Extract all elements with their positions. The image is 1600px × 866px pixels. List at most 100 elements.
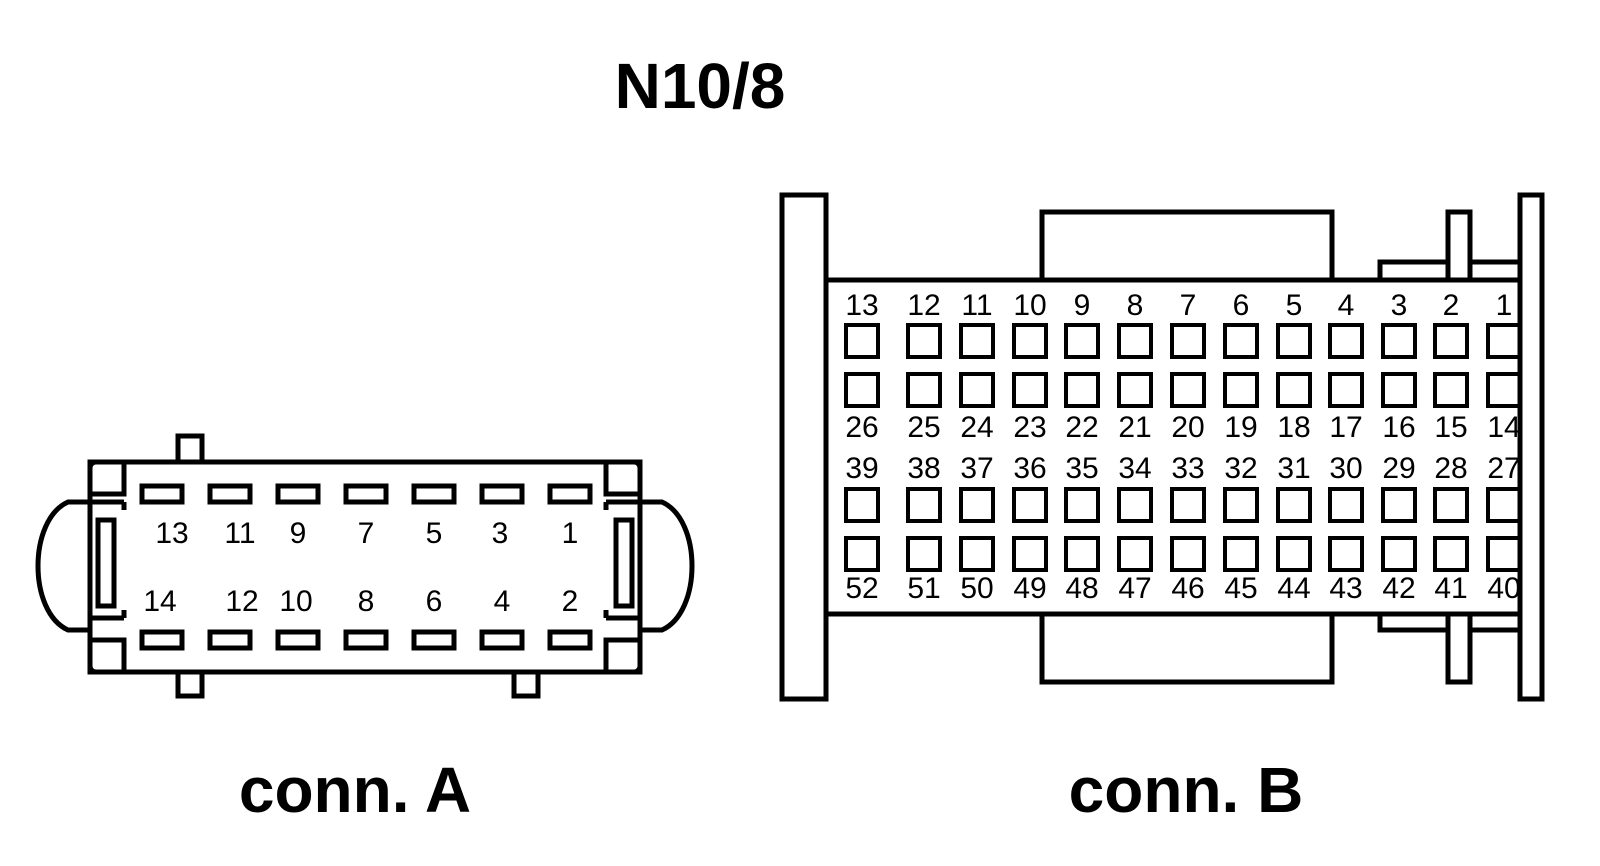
connector-b-pin-label: 41 — [1434, 572, 1467, 605]
connector-b-pin — [1486, 487, 1522, 523]
connector-b-top-key-ledge — [1377, 259, 1520, 280]
connector-a: 13 11 9 7 5 3 1 14 12 10 8 6 4 2 conn. A — [35, 433, 695, 826]
connector-b-pin-label: 12 — [907, 289, 940, 322]
connector-b-pin-label: 18 — [1277, 411, 1310, 444]
connector-a-left-guide — [90, 499, 127, 621]
connector-b-pin — [1170, 372, 1206, 408]
connector-b-pin — [844, 536, 880, 572]
connector-b-pin-label: 45 — [1224, 572, 1257, 605]
connector-b-pin — [1328, 487, 1364, 523]
connector-b-pin — [1170, 536, 1206, 572]
connector-b-pin — [959, 372, 995, 408]
connector-b-pin-label: 15 — [1434, 411, 1467, 444]
connector-b-pin-label: 19 — [1224, 411, 1257, 444]
connector-b-pin — [1064, 323, 1100, 359]
connector-b-pin-label: 8 — [1127, 289, 1144, 322]
connector-b-pin-label: 44 — [1277, 572, 1310, 605]
connector-a-pin — [275, 483, 321, 505]
connector-b-pin-label: 39 — [845, 452, 878, 485]
connector-b-pin-label: 35 — [1065, 452, 1098, 485]
connector-b-pin — [1433, 323, 1469, 359]
connector-b-pin — [1433, 536, 1469, 572]
connector-b-pin-label: 5 — [1286, 289, 1303, 322]
connector-b-pin — [1486, 323, 1522, 359]
connector-b-pin — [906, 372, 942, 408]
connector-a-caption: conn. A — [239, 754, 471, 826]
connector-b-pins — [844, 323, 1522, 572]
connector-b-pin — [1223, 372, 1259, 408]
connector-a-pin-label: 8 — [358, 585, 375, 618]
connector-b-pin — [1223, 323, 1259, 359]
connector-b-pin-label: 23 — [1013, 411, 1046, 444]
connector-b-pin — [959, 487, 995, 523]
connector-b-pin-label: 36 — [1013, 452, 1046, 485]
connector-b-pin — [1117, 536, 1153, 572]
connector-b-pin — [1064, 372, 1100, 408]
connector-b-pin — [1012, 372, 1048, 408]
connector-b-pin — [1170, 323, 1206, 359]
connector-a-pin-label: 2 — [562, 585, 579, 618]
connector-a-pin-label: 13 — [155, 517, 188, 550]
connector-a-pin — [275, 629, 321, 651]
connector-b-pin-label: 28 — [1434, 452, 1467, 485]
connector-a-corner-bl — [87, 637, 127, 675]
connector-a-body — [87, 459, 643, 675]
connector-a-right-slot — [613, 517, 635, 609]
connector-b-pin — [1012, 487, 1048, 523]
connector-b-pin-label: 50 — [960, 572, 993, 605]
connector-b-pin-label: 2 — [1443, 289, 1460, 322]
connector-b-pin — [1012, 536, 1048, 572]
connector-b-pin-label: 27 — [1487, 452, 1520, 485]
connector-a-pin-label: 4 — [494, 585, 511, 618]
connector-b-pin — [1381, 536, 1417, 572]
connector-b-pin-label: 25 — [907, 411, 940, 444]
connector-b-pin-label: 11 — [961, 289, 992, 322]
connector-b-pin-label: 21 — [1118, 411, 1151, 444]
connector-b-pin — [906, 536, 942, 572]
connector-a-top-tab — [175, 433, 205, 465]
connector-b-pin-label: 14 — [1487, 411, 1520, 444]
connector-a-right-guide — [603, 499, 640, 621]
connector-b-pin-label: 33 — [1171, 452, 1204, 485]
connector-b-pin — [1276, 372, 1312, 408]
connector-b-pin — [1223, 536, 1259, 572]
connector-b-pin-label: 1 — [1496, 289, 1513, 322]
connector-b-pin-label: 9 — [1074, 289, 1091, 322]
connector-a-corner-br — [603, 637, 643, 675]
connector-b-pin-label: 42 — [1382, 572, 1415, 605]
connector-b-pin — [1276, 323, 1312, 359]
connector-b-pin-label: 48 — [1065, 572, 1098, 605]
connector-a-corner-tr — [603, 459, 643, 497]
connector-a-top-pins — [139, 483, 593, 505]
connector-b-pin — [1433, 487, 1469, 523]
connector-b-pin — [1433, 372, 1469, 408]
connector-b-pin — [959, 536, 995, 572]
connector-b-pin — [1486, 536, 1522, 572]
connector-b-pin-label: 34 — [1118, 452, 1151, 485]
connector-b-row2-labels: 26 25 24 23 22 21 20 19 18 17 16 15 14 — [845, 411, 1520, 444]
connector-a-pin — [547, 483, 593, 505]
connector-b-pin — [1381, 323, 1417, 359]
connector-a-pin-label: 12 — [225, 585, 258, 618]
connector-a-bottom-tab-left — [175, 669, 205, 699]
connector-b-pin — [1381, 372, 1417, 408]
connector-b-pin-label: 37 — [960, 452, 993, 485]
connector-b-pin — [1328, 323, 1364, 359]
connector-b-top-key-post — [1445, 209, 1473, 283]
connector-a-bottom-pins — [139, 629, 593, 651]
connector-b-pin — [844, 323, 880, 359]
connector-b-pin-label: 10 — [1013, 289, 1046, 322]
connector-b-pin — [959, 323, 995, 359]
connector-b-pin-label: 43 — [1329, 572, 1362, 605]
connector-b-pin-label: 31 — [1277, 452, 1310, 485]
connector-b-row3-labels: 39 38 37 36 35 34 33 32 31 30 29 28 27 — [845, 452, 1520, 485]
connector-a-pin — [139, 483, 185, 505]
connector-b-pin — [1064, 536, 1100, 572]
connector-b-pin — [1117, 323, 1153, 359]
connector-a-pin-label: 11 — [224, 517, 255, 550]
connector-a-pin — [343, 483, 389, 505]
connector-b-pin-label: 40 — [1487, 572, 1520, 605]
connector-b-pin — [1328, 536, 1364, 572]
connector-b-pin — [906, 487, 942, 523]
